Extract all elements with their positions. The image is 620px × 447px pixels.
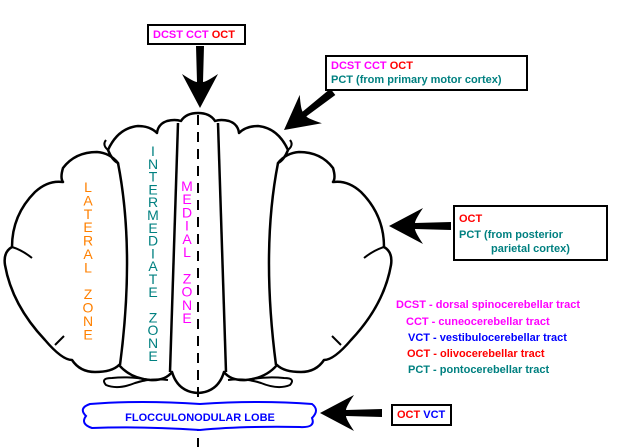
oct-tag: OCT: [211, 29, 235, 41]
arrow-top-down-icon: [182, 46, 218, 108]
pct-tag: PCT (from posterior: [459, 229, 563, 241]
input-box-upper-right: DCST CCT OCT PCT (from primary motor cor…: [325, 55, 528, 91]
legend-item-cct: CCT - cuneocerebellar tract: [406, 316, 550, 328]
input-box-top: DCST CCT OCT: [147, 24, 246, 45]
cct-tag: CCT: [186, 29, 209, 41]
flocculonodular-lobe-shape: [81, 401, 317, 432]
cct-tag: CCT: [364, 60, 387, 72]
arrow-right-icon: [389, 208, 451, 244]
oct-tag: OCT: [459, 213, 483, 225]
dcst-tag: DCST: [153, 29, 183, 41]
oct-tag: OCT: [397, 409, 421, 421]
dcst-tag: DCST: [331, 60, 361, 72]
legend-item-oct: OCT - olivocerebellar tract: [407, 348, 545, 360]
legend-item-dcst: DCST - dorsal spinocerebellar tract: [396, 299, 580, 311]
input-box-right: OCT PCT (from posterior parietal cortex): [453, 205, 608, 261]
pct-tag: PCT (from primary motor cortex): [331, 74, 502, 86]
legend-item-vct: VCT - vestibulocerebellar tract: [408, 332, 567, 344]
arrow-bottom-icon: [320, 395, 382, 431]
pct-tag-cont: parietal cortex): [491, 243, 570, 255]
cerebellum-left-half: [3, 111, 200, 395]
cerebellum-right-half: [196, 111, 393, 395]
oct-tag: OCT: [389, 60, 413, 72]
vct-tag: VCT: [423, 409, 446, 421]
legend-item-pct: PCT - pontocerebellar tract: [408, 364, 550, 376]
flocculonodular-lobe-label: FLOCCULONODULAR LOBE: [125, 412, 275, 424]
